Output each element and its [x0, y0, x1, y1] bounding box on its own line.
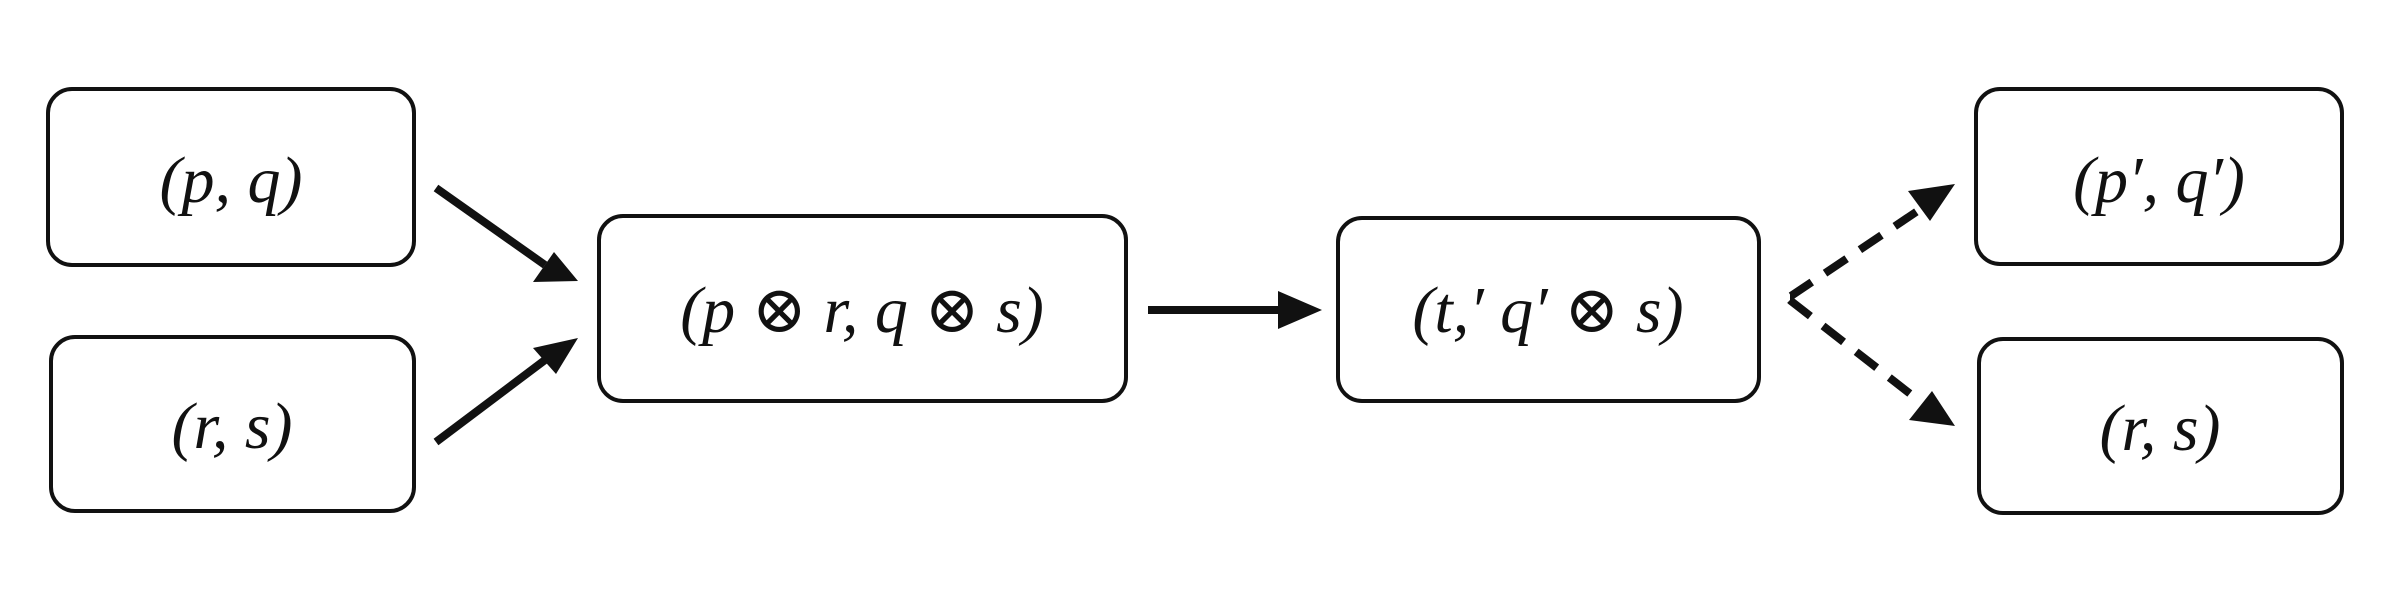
edge-tq-to-pq-prime: [1788, 184, 1955, 300]
edge-tq-to-rs-right: [1787, 297, 1955, 426]
node-tq: (t,′ q′ ⊗ s): [1336, 216, 1761, 403]
node-tensor: (p ⊗ r, q ⊗ s): [597, 214, 1128, 403]
arrow-head: [1908, 184, 1955, 221]
edge-pq-to-tensor: [433, 184, 578, 282]
node-pq-label: (p, q): [160, 144, 303, 217]
node-rs-right-label: (r, s): [2099, 392, 2220, 465]
node-rs-left: (r, s): [49, 335, 416, 513]
node-pq-prime: (p′, q′): [1974, 87, 2344, 266]
arrow-head: [1909, 391, 1955, 426]
node-tensor-label: (p ⊗ r, q ⊗ s): [680, 274, 1044, 347]
node-pq: (p, q): [46, 87, 416, 267]
edge-tensor-to-tq: [1148, 291, 1322, 329]
arrow-head: [1278, 291, 1322, 329]
node-rs-left-label: (r, s): [171, 390, 292, 463]
node-tq-label: (t,′ q′ ⊗ s): [1412, 274, 1683, 347]
node-rs-right: (r, s): [1977, 337, 2344, 515]
arrow-head: [533, 252, 578, 282]
node-pq-prime-label: (p′, q′): [2073, 144, 2245, 217]
edge-rs-to-tensor: [433, 338, 578, 446]
arrow-head: [533, 338, 578, 374]
